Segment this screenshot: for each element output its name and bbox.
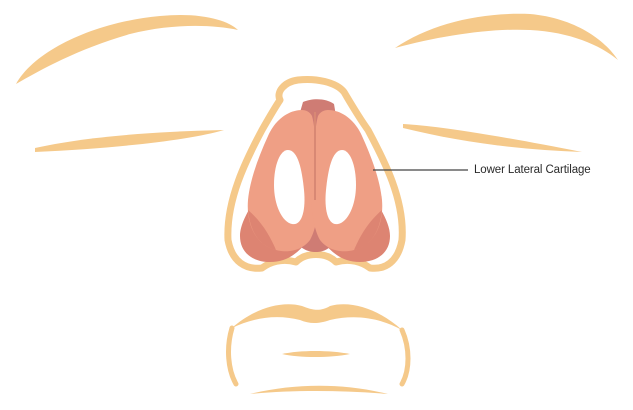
right-eyebrow: [395, 14, 618, 60]
callout-label: Lower Lateral Cartilage: [474, 164, 591, 176]
left-cheek-contour: [229, 328, 236, 384]
left-eyebrow: [16, 15, 238, 84]
left-eye: [35, 130, 224, 152]
lip-line: [282, 351, 350, 357]
lower-lip: [250, 386, 388, 394]
upper-lip: [232, 304, 402, 330]
right-eye: [403, 124, 582, 152]
right-cheek-contour: [402, 330, 408, 384]
